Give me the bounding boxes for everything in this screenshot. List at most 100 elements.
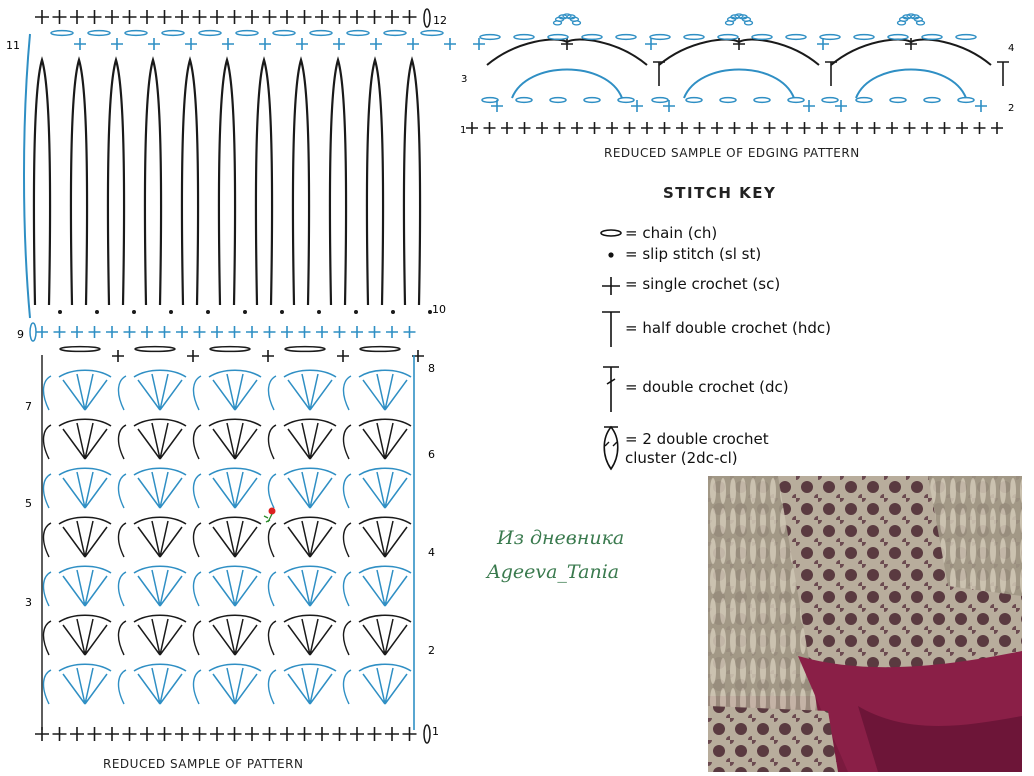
single-crochet-mark xyxy=(803,100,815,112)
shell-arch xyxy=(208,565,262,574)
row-number-8: 8 xyxy=(428,362,435,375)
shell-stitches xyxy=(137,520,183,558)
single-crochet-mark xyxy=(140,10,154,24)
row-number-6: 6 xyxy=(428,448,435,461)
shell-arch xyxy=(358,467,412,476)
single-crochet-mark xyxy=(333,326,346,338)
single-crochet-mark xyxy=(645,38,657,50)
single-crochet-mark xyxy=(938,122,951,134)
chain-space xyxy=(117,571,127,607)
single-crochet-mark xyxy=(187,350,199,362)
shell-stitches xyxy=(212,618,258,656)
single-crochet-mark xyxy=(87,10,102,24)
chain-space xyxy=(342,473,352,509)
shell-stitches xyxy=(362,422,408,460)
shell-stitches xyxy=(212,520,258,558)
row-number-9: 9 xyxy=(17,328,24,341)
single-crochet-mark xyxy=(88,326,101,338)
chain-mark xyxy=(651,96,669,104)
single-crochet-mark xyxy=(175,10,189,24)
row-number-2: 2 xyxy=(428,644,435,657)
watermark-line-2: Ageeva_Tania xyxy=(487,561,620,583)
chain-space xyxy=(267,571,277,607)
edging-chart-caption: REDUCED SAMPLE OF EDGING PATTERN xyxy=(604,146,860,160)
chain-mark xyxy=(719,96,737,104)
key-row-double-crochet: = double crochet (dc) xyxy=(597,364,789,414)
shell-arch xyxy=(283,614,337,623)
picot-petal xyxy=(571,20,582,26)
single-crochet-mark xyxy=(402,10,417,24)
chain-mark xyxy=(420,29,444,37)
chain-mark xyxy=(583,96,601,104)
shell-arch xyxy=(58,614,112,623)
edging-blue-arch xyxy=(511,68,623,99)
chain-mark xyxy=(887,33,909,41)
chain-space xyxy=(117,620,127,656)
chain-space xyxy=(342,424,352,460)
shell-stitches xyxy=(212,471,258,509)
chain-space xyxy=(117,473,127,509)
shell-arch xyxy=(58,565,112,574)
chain-mark xyxy=(50,29,74,37)
single-crochet-mark xyxy=(835,100,847,112)
shell-arch xyxy=(133,565,187,574)
chain-mark xyxy=(787,96,805,104)
elongated-stitch-loop xyxy=(328,56,348,306)
single-crochet-mark xyxy=(176,326,188,338)
shell-stitches xyxy=(362,618,408,656)
chain-mark xyxy=(134,345,176,353)
edging-row-number-3: 3 xyxy=(461,74,467,85)
single-crochet-mark xyxy=(71,326,83,338)
single-crochet-mark xyxy=(192,10,207,24)
single-crochet-mark xyxy=(553,122,566,134)
elongated-stitch-loop xyxy=(69,56,89,306)
key-label-cluster: = 2 double crochet cluster (2dc-cl) xyxy=(625,430,769,467)
single-crochet-mark xyxy=(315,10,329,24)
single-crochet-mark xyxy=(351,326,363,338)
edging-row-number-2: 2 xyxy=(1008,103,1014,114)
single-crochet-mark xyxy=(631,100,643,112)
single-crochet-mark xyxy=(193,326,206,338)
shell-stitches xyxy=(362,667,408,705)
chain-mark xyxy=(549,96,567,104)
chain-mark xyxy=(272,29,296,37)
chain-space xyxy=(42,669,52,705)
single-crochet-mark xyxy=(483,122,496,134)
single-crochet-mark xyxy=(663,100,675,112)
single-crochet-mark xyxy=(571,122,583,134)
single-crochet-mark xyxy=(367,727,382,741)
single-crochet-mark xyxy=(157,727,172,741)
picot-petal xyxy=(743,20,754,26)
edging-blue-arch xyxy=(855,68,967,99)
single-crochet-mark xyxy=(561,38,573,50)
single-crochet-mark xyxy=(733,38,745,50)
single-crochet-mark xyxy=(385,10,399,24)
single-crochet-mark xyxy=(315,727,329,741)
single-crochet-mark xyxy=(36,326,48,338)
shell-arch xyxy=(133,516,187,525)
chain-space xyxy=(192,620,202,656)
single-crochet-mark xyxy=(501,122,513,134)
single-crochet-mark xyxy=(210,727,224,741)
key-label-double-crochet: = double crochet (dc) xyxy=(625,378,789,396)
slip-stitch-mark xyxy=(428,310,432,314)
single-crochet-mark xyxy=(297,727,312,741)
chain-mark xyxy=(59,345,101,353)
shell-stitches xyxy=(137,667,183,705)
single-crochet-mark xyxy=(70,10,84,24)
shell-stitches xyxy=(137,422,183,460)
shell-arch xyxy=(208,418,262,427)
key-label-chain: = chain (ch) xyxy=(625,224,718,242)
single-crochet-mark xyxy=(332,727,347,741)
chain-space xyxy=(267,424,277,460)
slip-stitch-mark xyxy=(132,310,136,314)
chain-mark xyxy=(785,33,807,41)
shell-stitches xyxy=(137,618,183,656)
single-crochet-mark xyxy=(35,10,49,24)
single-crochet-mark xyxy=(473,38,485,50)
shell-arch xyxy=(208,614,262,623)
chain-mark xyxy=(615,33,637,41)
single-crochet-mark xyxy=(105,727,119,741)
elongated-stitch-loop xyxy=(365,56,385,306)
cluster-icon xyxy=(603,425,619,471)
